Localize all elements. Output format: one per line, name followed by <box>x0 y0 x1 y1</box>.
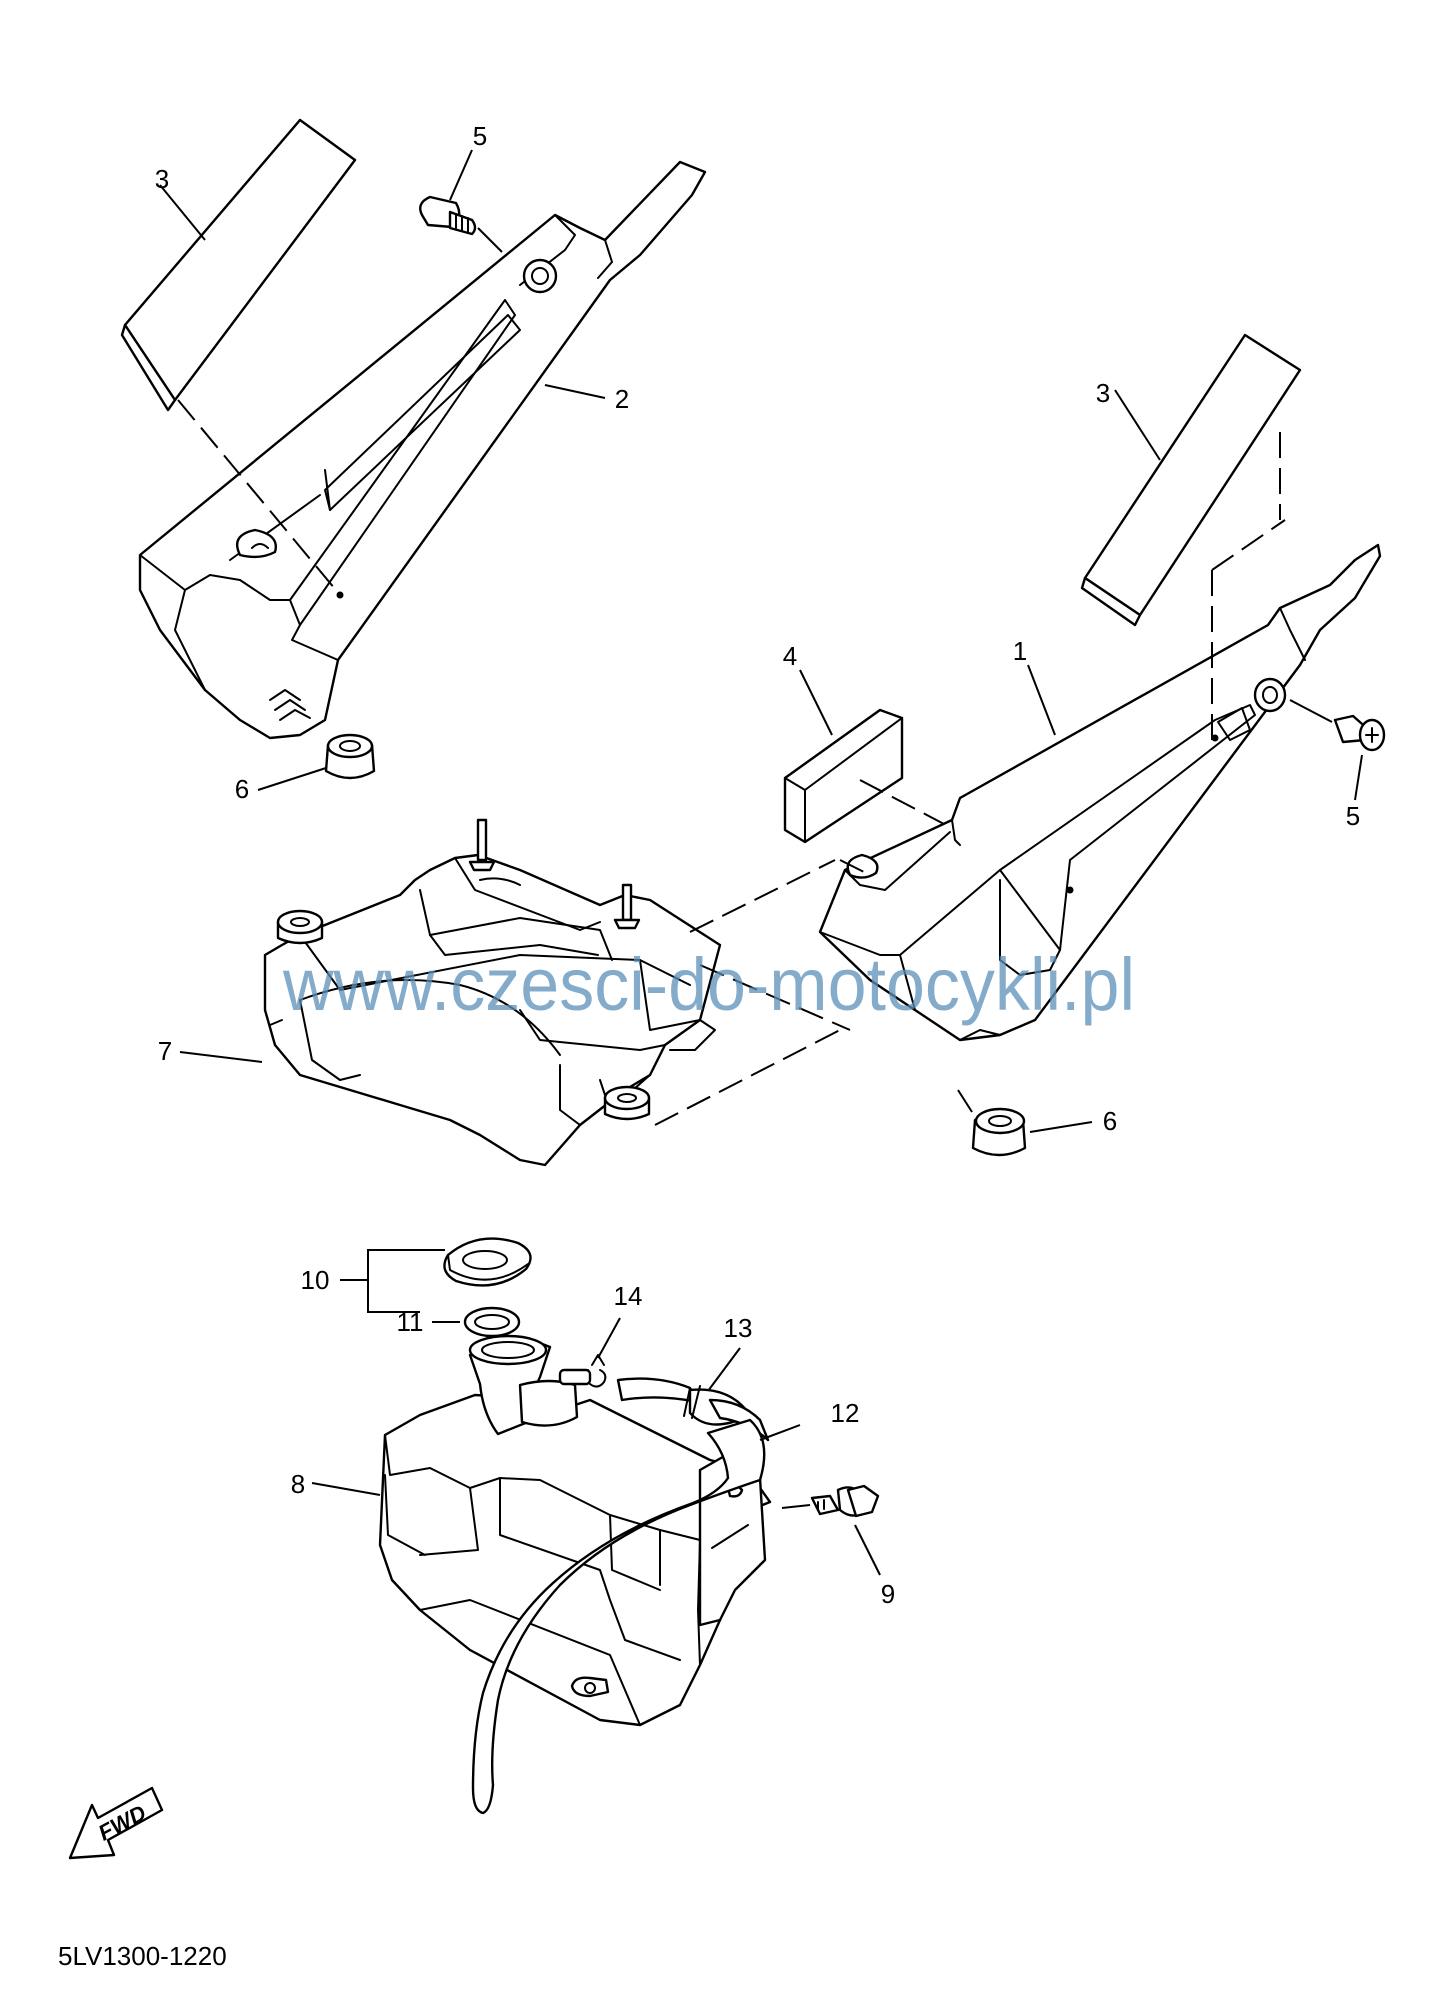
part-10-tank-cap <box>443 1237 532 1287</box>
part-12-overflow-hose <box>471 1377 770 1815</box>
callout-4: 4 <box>783 641 797 671</box>
part-1-side-cover-right <box>818 543 1382 1042</box>
part-9-bolt <box>810 1484 880 1518</box>
part-4-pad-small <box>783 708 904 844</box>
callout-2: 2 <box>615 384 629 414</box>
watermark: www.czesci-do-motocykli.pl <box>282 943 1135 1026</box>
part-2-side-cover-left <box>138 160 707 740</box>
callout-6-left: 6 <box>235 774 249 804</box>
callout-7: 7 <box>158 1036 172 1066</box>
part-code: 5LV1300-1220 <box>58 1941 227 1971</box>
callout-10: 10 <box>301 1265 330 1295</box>
callout-3-right: 3 <box>1096 378 1110 408</box>
part-6-grommet-left <box>324 733 376 780</box>
callout-14: 14 <box>614 1281 643 1311</box>
callout-5-right: 5 <box>1346 801 1360 831</box>
part-3-pad-left <box>120 118 357 412</box>
callout-6-right: 6 <box>1103 1106 1117 1136</box>
callout-12: 12 <box>831 1398 860 1428</box>
callout-1: 1 <box>1013 636 1027 666</box>
part-7-tray <box>263 818 722 1167</box>
callout-3-left: 3 <box>155 164 169 194</box>
callout-13: 13 <box>724 1313 753 1343</box>
callout-8: 8 <box>291 1469 305 1499</box>
fwd-arrow-icon: FWD <box>68 1786 164 1860</box>
part-11-seal-ring <box>463 1306 521 1338</box>
callout-5-top: 5 <box>473 121 487 151</box>
part-5-bolt-top <box>419 195 477 236</box>
part-3-pad-right <box>1080 333 1302 627</box>
callout-11: 11 <box>397 1307 424 1337</box>
part-5-bolt-right <box>1333 714 1386 752</box>
callout-9: 9 <box>881 1579 895 1609</box>
part-6-grommet-right <box>971 1107 1027 1157</box>
